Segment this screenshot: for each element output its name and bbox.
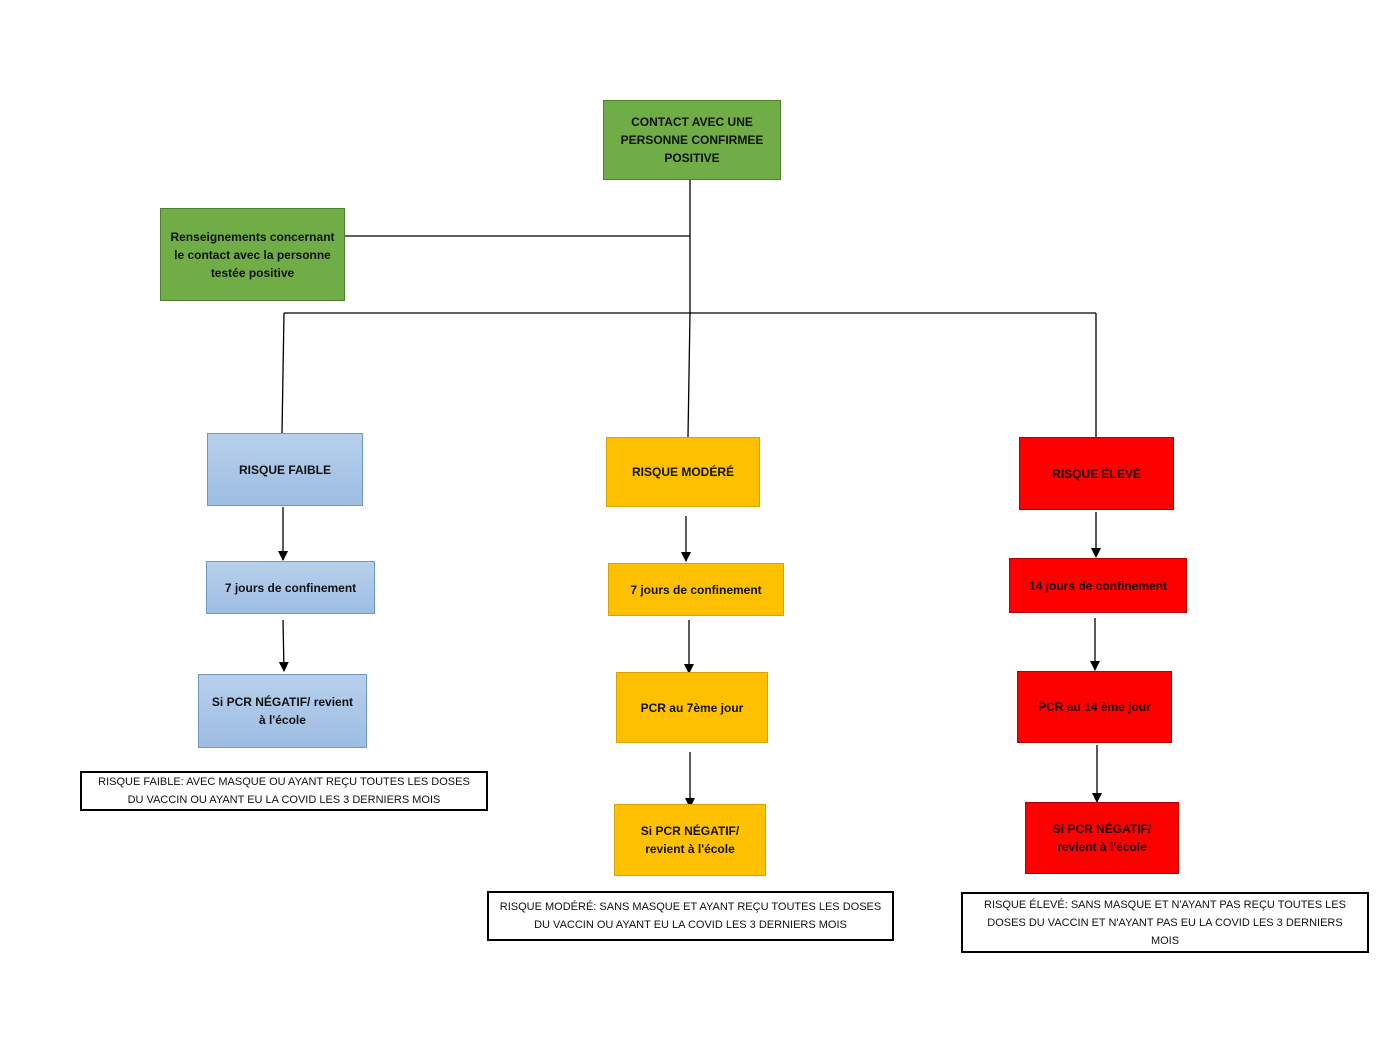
low-return-box: Si PCR NÉGATIF/ revient à l'école <box>198 674 367 748</box>
moderate-risk-note-text: RISQUE MODÉRÉ: SANS MASQUE ET AYANT REÇU… <box>499 901 882 931</box>
moderate-return-label: Si PCR NÉGATIF/ revient à l'école <box>640 824 740 856</box>
moderate-pcr-label: PCR au 7ème jour <box>640 700 744 715</box>
low-risk-note: RISQUE FAIBLE: AVEC MASQUE OU AYANT REÇU… <box>80 771 488 811</box>
root-contact-box: CONTACT AVEC UNE PERSONNE CONFIRMEE POSI… <box>603 100 781 180</box>
low-quarantine-box: 7 jours de confinement <box>206 561 375 614</box>
high-pcr-label: PCR au 14 ème jour <box>1038 700 1151 714</box>
high-quarantine-label: 14 jours de confinement <box>1028 578 1168 593</box>
moderate-branch-line <box>687 312 691 438</box>
moderate-return-box: Si PCR NÉGATIF/ revient à l'école <box>614 804 766 876</box>
moderate-pcr-box: PCR au 7ème jour <box>616 672 768 743</box>
low-quarantine-label: 7 jours de confinement <box>224 580 357 595</box>
high-pcr-box: PCR au 14 ème jour <box>1017 671 1172 743</box>
risk-moderate-box: RISQUE MODÉRÉ <box>606 437 760 507</box>
risk-high-label: RISQUE ÉLEVÉ <box>1052 466 1141 481</box>
moderate-risk-note: RISQUE MODÉRÉ: SANS MASQUE ET AYANT REÇU… <box>487 891 894 941</box>
risk-low-label: RISQUE FAIBLE <box>238 462 331 477</box>
low-risk-note-text: RISQUE FAIBLE: AVEC MASQUE OU AYANT REÇU… <box>98 776 470 806</box>
high-risk-note: RISQUE ÉLEVÉ: SANS MASQUE ET N'AYANT PAS… <box>961 892 1369 953</box>
risk-high-box: RISQUE ÉLEVÉ <box>1019 437 1174 510</box>
moderate-quarantine-box: 7 jours de confinement <box>608 563 784 616</box>
root-contact-label: CONTACT AVEC UNE PERSONNE CONFIRMEE POSI… <box>620 115 764 165</box>
low-return-label: Si PCR NÉGATIF/ revient à l'école <box>211 695 354 727</box>
low-arrow-2 <box>278 619 289 672</box>
info-box: Renseignements concernant le contact ave… <box>160 208 345 301</box>
high-return-box: Si PCR NÉGATIF/ revient à l'école <box>1025 802 1179 874</box>
info-label: Renseignements concernant le contact ave… <box>170 229 335 280</box>
risk-moderate-label: RISQUE MODÉRÉ <box>631 465 734 479</box>
moderate-quarantine-label: 7 jours de confinement <box>630 582 762 597</box>
high-risk-note-text: RISQUE ÉLEVÉ: SANS MASQUE ET N'AYANT PAS… <box>984 898 1346 947</box>
low-branch-line <box>281 312 285 434</box>
high-return-label: Si PCR NÉGATIF/ revient à l'école <box>1052 822 1152 854</box>
high-quarantine-box: 14 jours de confinement <box>1009 558 1187 613</box>
risk-low-box: RISQUE FAIBLE <box>207 433 363 506</box>
